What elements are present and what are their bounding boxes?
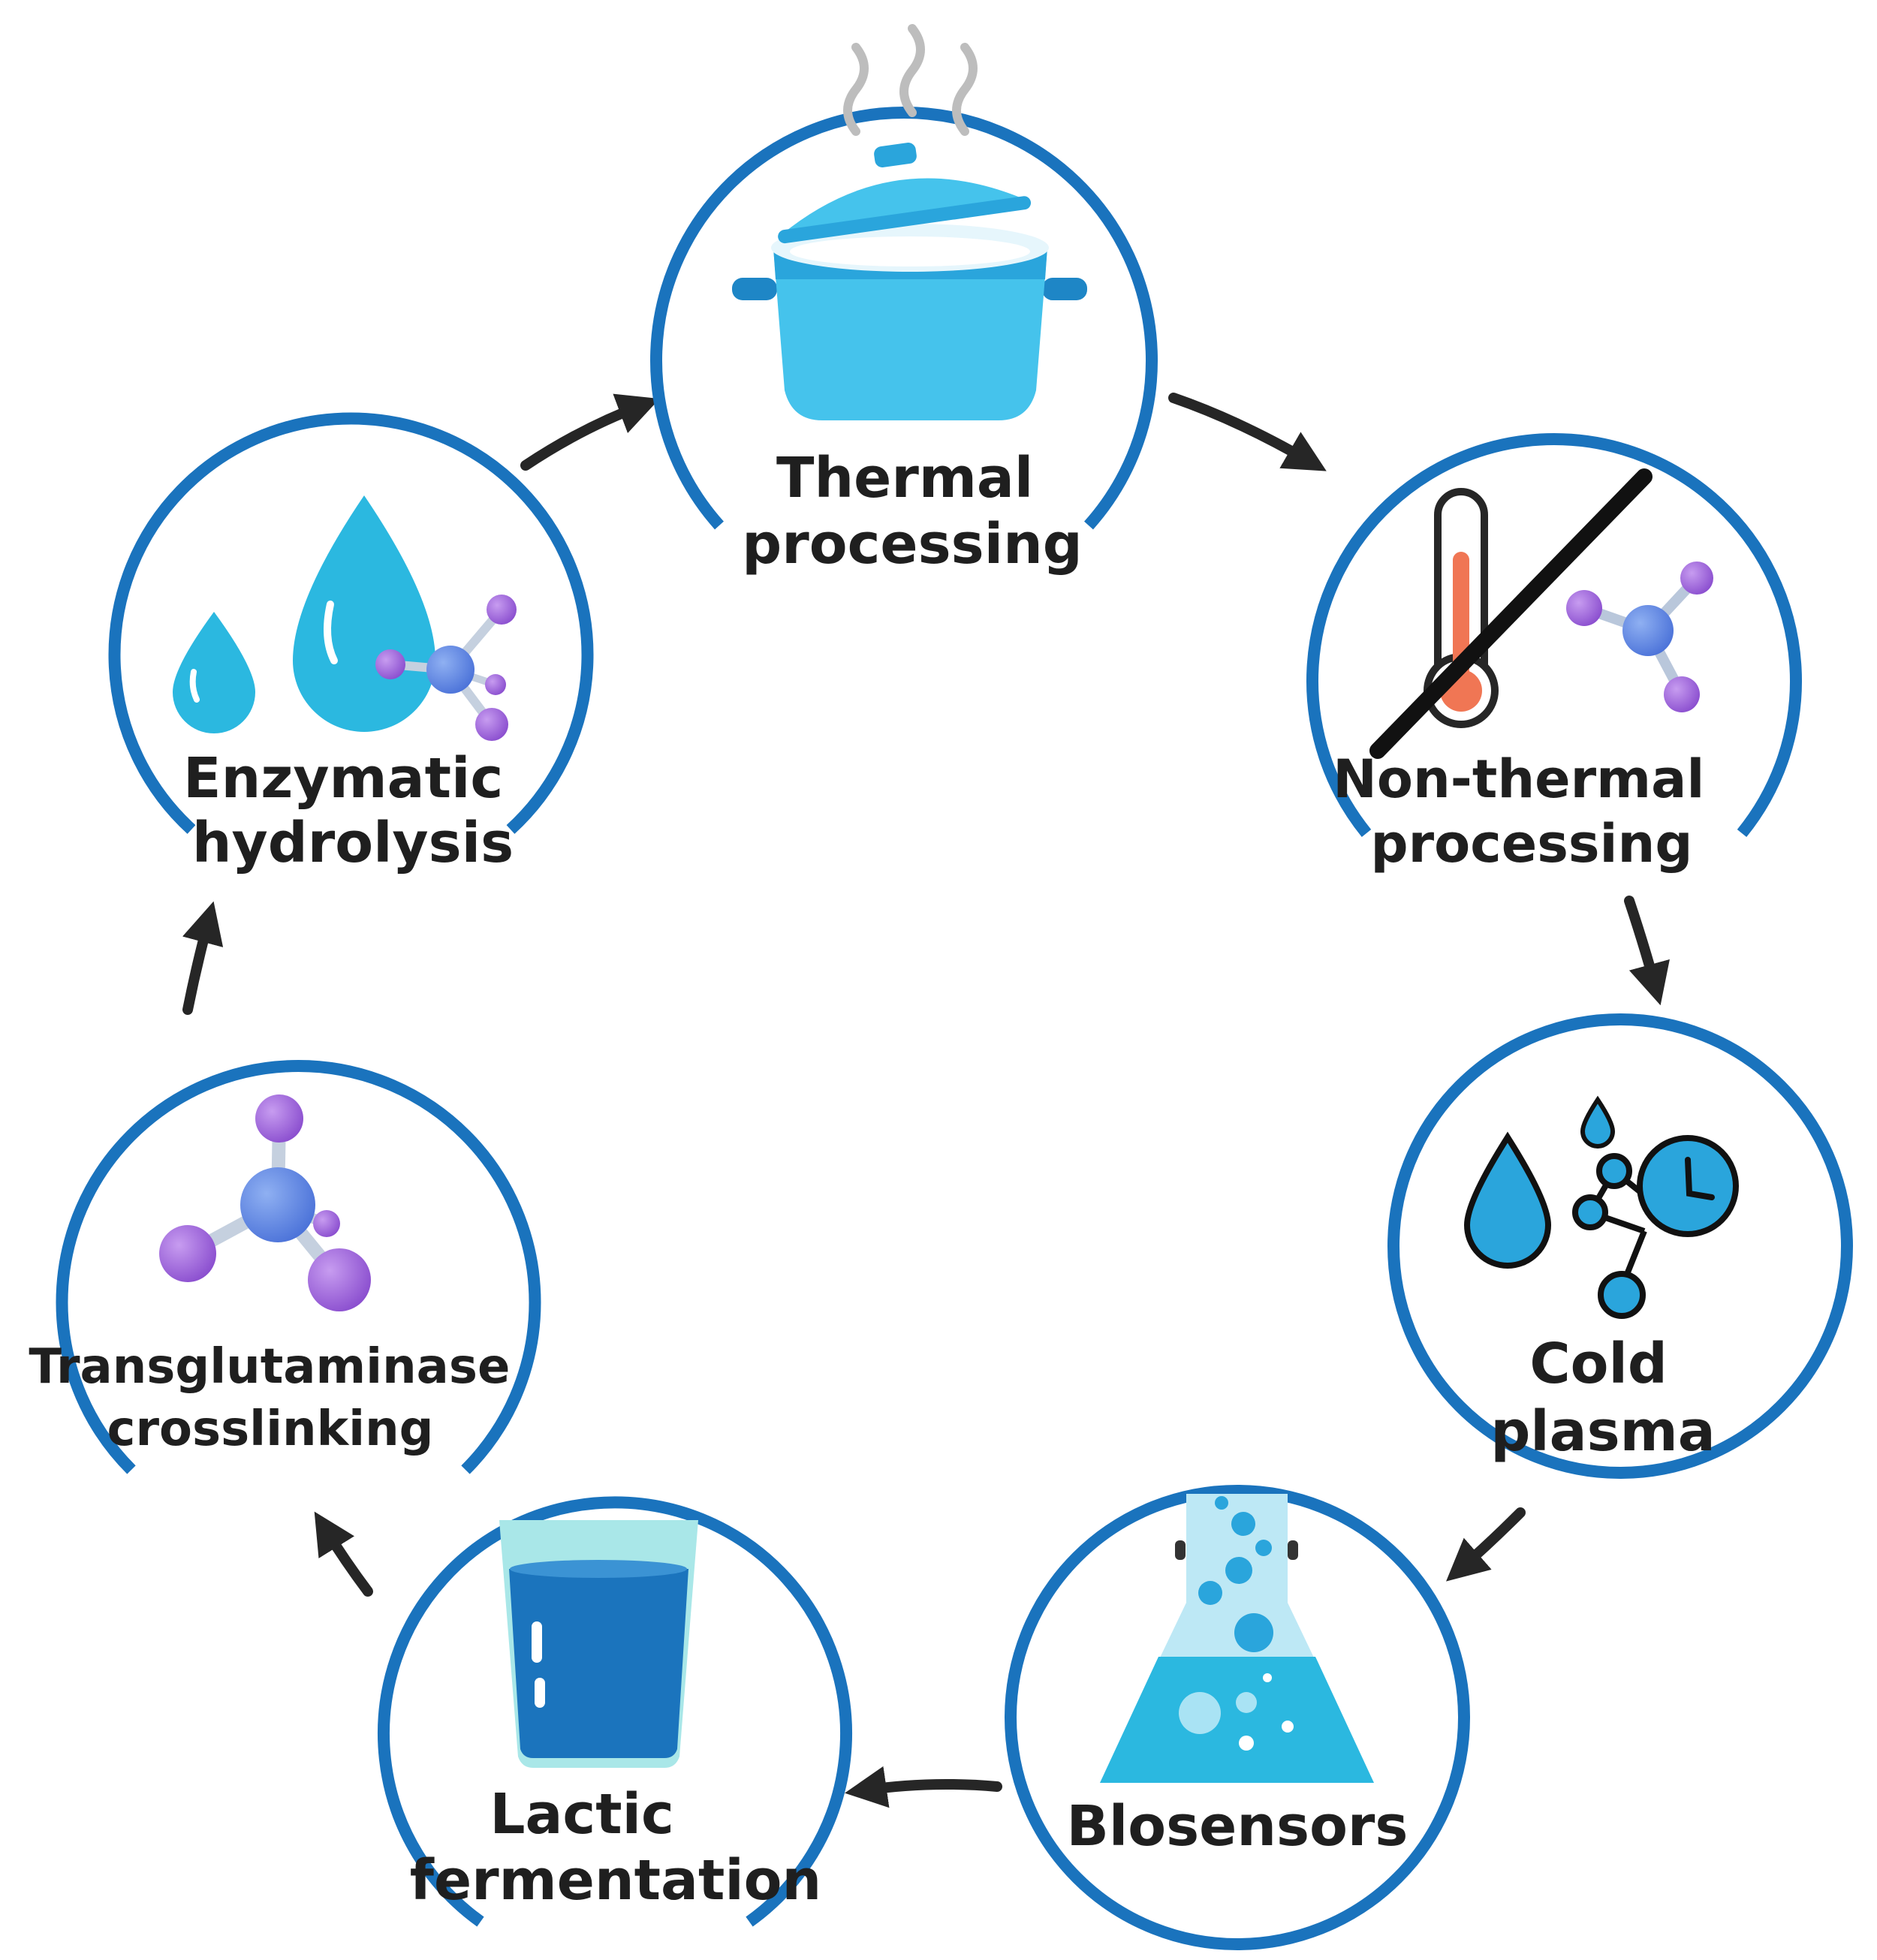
node-enzymatic-hydrolysis: Enzymatic hydrolysis — [108, 412, 594, 875]
cycle-arrows — [182, 393, 1670, 1808]
ring — [1306, 433, 1802, 838]
arrow-enzymatic-to-thermal — [520, 393, 660, 471]
node-label: Transglutaminase crosslinking — [29, 1339, 526, 1457]
ring — [56, 1060, 541, 1474]
molecule-icon — [1566, 562, 1713, 712]
arrow-transglutaminase-to-enzymatic — [182, 901, 224, 1015]
arrow-thermal-to-non-thermal — [1168, 393, 1327, 471]
ring — [1387, 1013, 1853, 1479]
ring — [1005, 1485, 1470, 1950]
node-non-thermal-processing: Non-thermal processing — [1306, 433, 1802, 875]
node-label: Lactic fermentation — [410, 1782, 821, 1913]
node-transglutaminase-crosslinking: Transglutaminase crosslinking — [29, 1060, 541, 1474]
molecule-icon — [159, 1094, 371, 1311]
node-lactic-fermentation: Lactic fermentation — [378, 1496, 852, 1927]
node-cold-plasma: Cold plasma — [1387, 1013, 1853, 1479]
crossed-thermometer-icon — [1369, 468, 1653, 759]
ring — [650, 107, 1158, 530]
node-label: Blosensors — [1067, 1794, 1409, 1859]
cooking-pot-icon — [732, 24, 1087, 420]
arrow-biosensors-to-lactic — [845, 1766, 1002, 1808]
glass-icon — [499, 1520, 698, 1768]
node-label: Thermal processing — [742, 446, 1082, 577]
node-label: Enzymatic hydrolysis — [183, 746, 523, 875]
arrow-lactic-to-transglutaminase — [314, 1511, 373, 1597]
droplet-molecule-icon — [1463, 1095, 1739, 1319]
flask-icon — [1100, 1494, 1374, 1783]
arrow-non-thermal-to-cold-plasma — [1624, 896, 1670, 1006]
node-biosensors: Blosensors — [1005, 1485, 1470, 1950]
node-label: Non-thermal processing — [1333, 748, 1722, 875]
node-thermal-processing: Thermal processing — [650, 24, 1158, 577]
ring — [108, 412, 594, 834]
water-drops-icon — [173, 495, 435, 733]
molecule-icon — [375, 595, 517, 741]
ring — [378, 1496, 852, 1927]
node-label: Cold plasma — [1490, 1332, 1715, 1464]
arrow-cold-plasma-to-biosensors — [1446, 1507, 1526, 1582]
